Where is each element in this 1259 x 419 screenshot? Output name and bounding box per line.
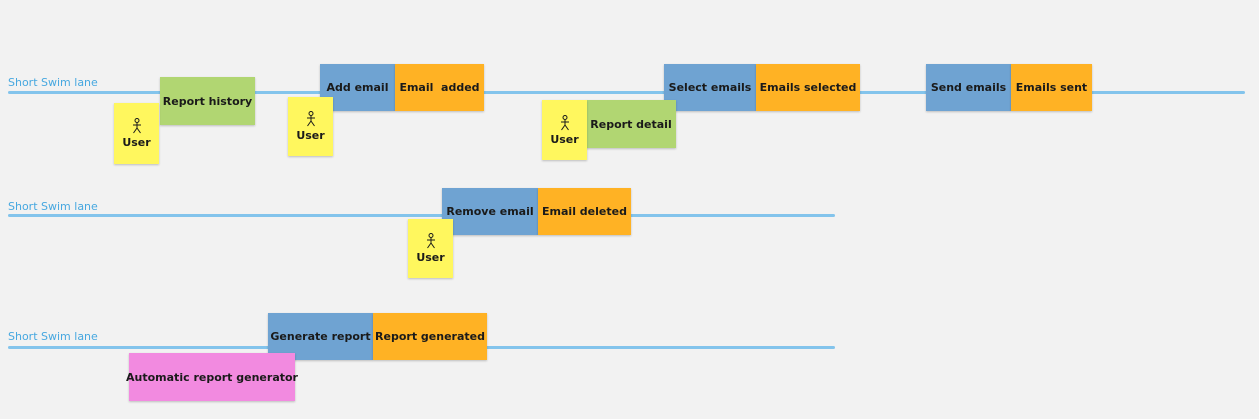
- policy-label: Automatic report generator: [126, 370, 298, 384]
- actor-user-add-email[interactable]: User: [288, 97, 333, 156]
- command-label: Generate report: [270, 330, 371, 343]
- actor-label: User: [296, 129, 325, 142]
- swim-lane-line-1: [8, 91, 1245, 94]
- event-label: Emails selected: [759, 81, 857, 94]
- actor-user-report-history[interactable]: User: [114, 103, 159, 164]
- read-model-label: Report detail: [590, 117, 672, 131]
- swim-lane-line-2: [8, 214, 835, 217]
- read-model-label: Report history: [162, 94, 253, 108]
- event-label: Email deleted: [542, 205, 627, 218]
- person-icon: [560, 114, 569, 130]
- command-select-emails[interactable]: Select emails: [664, 64, 756, 111]
- swim-lane-label-2: Short Swim lane: [8, 200, 98, 213]
- swim-lane-label-1: Short Swim lane: [8, 76, 98, 89]
- person-icon: [132, 118, 141, 134]
- event-email-added[interactable]: Email added: [395, 64, 484, 111]
- person-icon: [306, 111, 315, 127]
- event-report-generated[interactable]: Report generated: [373, 313, 487, 360]
- event-email-deleted[interactable]: Email deleted: [538, 188, 631, 235]
- command-label: Send emails: [930, 81, 1007, 94]
- read-model-report-history[interactable]: Report history: [160, 77, 255, 125]
- command-label: Remove email: [446, 205, 534, 218]
- command-send-emails[interactable]: Send emails: [926, 64, 1011, 111]
- actor-label: User: [550, 132, 579, 146]
- event-label: Emails sent: [1015, 81, 1088, 94]
- read-model-report-detail[interactable]: Report detail: [586, 100, 676, 148]
- command-remove-email[interactable]: Remove email: [442, 188, 538, 235]
- person-icon: [426, 233, 435, 249]
- event-label: Report generated: [375, 330, 485, 343]
- actor-label: User: [122, 136, 151, 149]
- policy-automatic-report-generator[interactable]: Automatic report generator: [126, 353, 298, 401]
- swim-lane-label-3: Short Swim lane: [8, 330, 98, 343]
- command-label: Add email: [326, 81, 389, 94]
- command-label: Select emails: [668, 81, 752, 94]
- actor-user-remove-email[interactable]: User: [408, 219, 453, 278]
- event-emails-selected[interactable]: Emails selected: [756, 64, 860, 111]
- actor-user-report-detail[interactable]: User: [542, 100, 587, 160]
- command-generate-report[interactable]: Generate report: [268, 313, 373, 360]
- event-emails-sent[interactable]: Emails sent: [1011, 64, 1092, 111]
- actor-label: User: [416, 251, 445, 264]
- event-label: Email added: [399, 81, 480, 94]
